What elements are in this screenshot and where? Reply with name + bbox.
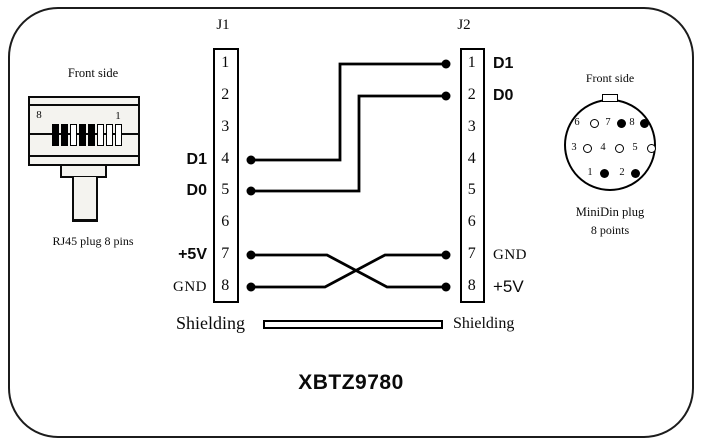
minidin-caption-line2: 8 points bbox=[590, 223, 630, 237]
j1-pin-2: 2 bbox=[221, 86, 230, 103]
rj45-pin-block-7 bbox=[106, 124, 113, 146]
minidin-num-2: 2 bbox=[619, 167, 625, 178]
j1-pin-4: 4 bbox=[221, 150, 230, 167]
rj45-corner-1: 1 bbox=[115, 110, 121, 122]
rj45-pin-block-6 bbox=[97, 124, 104, 146]
minidin-circle bbox=[564, 99, 656, 191]
j1-pin-8: 8 bbox=[221, 277, 230, 294]
j2-pin-7: 7 bbox=[467, 245, 476, 262]
j1-pin-6: 6 bbox=[221, 213, 230, 230]
minidin-pin-1 bbox=[599, 168, 609, 178]
rj45-pin-block-3 bbox=[70, 124, 77, 146]
shielding-bar bbox=[263, 320, 443, 329]
minidin-notch bbox=[602, 94, 618, 102]
j2-label-gnd: GND bbox=[493, 247, 527, 263]
j1-title: J1 bbox=[216, 17, 230, 33]
rj45-pin-block-8 bbox=[115, 124, 122, 146]
minidin-pin-2 bbox=[630, 168, 640, 178]
minidin-num-4: 4 bbox=[600, 142, 606, 153]
j1-label-d1: D1 bbox=[186, 151, 207, 168]
rj45-pin-block-4 bbox=[79, 124, 86, 146]
rj45-corner-8: 8 bbox=[36, 109, 42, 121]
minidin-caption-line1: MiniDin plug bbox=[575, 205, 645, 219]
minidin-num-6: 6 bbox=[574, 117, 580, 128]
minidin-num-3: 3 bbox=[571, 142, 577, 153]
j2-pin-3: 3 bbox=[467, 118, 476, 135]
rj45-pin-block-2 bbox=[61, 124, 68, 146]
rj45-cable-stem bbox=[72, 177, 98, 222]
j2-label-d1: D1 bbox=[493, 55, 514, 72]
j1-pin-5: 5 bbox=[221, 181, 230, 198]
rj45-pin-block-1 bbox=[52, 124, 59, 146]
minidin-num-7: 7 bbox=[605, 117, 611, 128]
diagram-title: XBTZ9780 bbox=[298, 371, 404, 394]
j1-label-d0: D0 bbox=[186, 182, 207, 199]
j2-pin-6: 6 bbox=[467, 213, 476, 230]
j2-title: J2 bbox=[457, 17, 471, 33]
rj45-front-side-label: Front side bbox=[67, 66, 119, 80]
j2-pin-2: 2 bbox=[467, 86, 476, 103]
j1-label-5v: +5V bbox=[178, 246, 207, 263]
j2-pin-8: 8 bbox=[467, 277, 476, 294]
j2-label-d0: D0 bbox=[493, 87, 514, 104]
j2-connector-box: 1 2 3 4 5 6 7 8 bbox=[460, 48, 485, 303]
minidin-pin-7 bbox=[616, 118, 626, 128]
j2-label-5v: +5V bbox=[493, 277, 524, 296]
j2-shielding-label: Shielding bbox=[453, 315, 515, 332]
minidin-pin-6 bbox=[590, 118, 599, 128]
minidin-num-1: 1 bbox=[587, 167, 593, 178]
minidin-pin-3 bbox=[582, 143, 592, 153]
rj45-pin-block-5 bbox=[88, 124, 95, 146]
rj45-bottom-line bbox=[28, 155, 140, 158]
j1-pin-1: 1 bbox=[221, 54, 230, 71]
j1-pin-3: 3 bbox=[221, 118, 230, 135]
minidin-front-side-label: Front side bbox=[585, 71, 635, 85]
j1-label-gnd: GND bbox=[173, 279, 207, 295]
j2-pin-5: 5 bbox=[467, 181, 476, 198]
rj45-caption: RJ45 plug 8 pins bbox=[52, 234, 134, 248]
j1-pin-7: 7 bbox=[221, 245, 230, 262]
rj45-top-line bbox=[28, 104, 140, 107]
j2-pin-1: 1 bbox=[467, 54, 476, 71]
rj45-latch-tab bbox=[60, 164, 107, 178]
minidin-num-8: 8 bbox=[629, 117, 635, 128]
minidin-num-5: 5 bbox=[632, 142, 638, 153]
j1-shielding-label: Shielding bbox=[176, 313, 246, 333]
j1-connector-box: 1 2 3 4 5 6 7 8 bbox=[213, 48, 239, 303]
minidin-pin-5 bbox=[646, 143, 656, 153]
minidin-pin-8 bbox=[639, 118, 649, 128]
j2-pin-4: 4 bbox=[467, 150, 476, 167]
minidin-pin-4 bbox=[614, 143, 624, 153]
